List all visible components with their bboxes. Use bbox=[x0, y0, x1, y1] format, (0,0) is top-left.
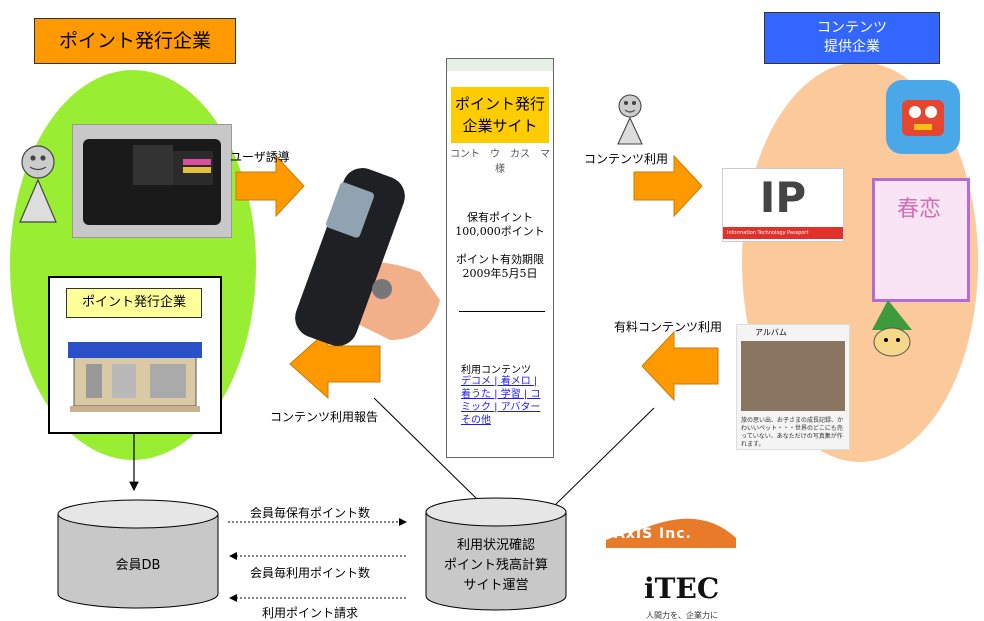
wallet-illustration bbox=[83, 139, 221, 225]
wizard-character bbox=[872, 300, 912, 357]
expiry-label: ポイント有効期限 bbox=[456, 253, 544, 266]
screen-divider bbox=[459, 311, 545, 312]
provider-title-line2: 提供企業 bbox=[824, 39, 880, 55]
screen-tabs: コント ウ カス マ様 bbox=[450, 149, 550, 175]
paid-content-label: 有料コンテンツ利用 bbox=[614, 320, 723, 334]
ip-bar: Information Technology Passport bbox=[723, 227, 843, 239]
book-title: 春恋 bbox=[897, 197, 942, 222]
provider-title: コンテンツ 提供企業 bbox=[764, 12, 940, 64]
site-db-cylinder bbox=[425, 497, 567, 611]
site-db-line2: ポイント残高計算 bbox=[443, 558, 548, 573]
phone-screen: ポイント発行 企業サイト コント ウ カス マ様 保有ポイント 100,000ポ… bbox=[446, 58, 554, 458]
content-use-arrow bbox=[633, 154, 703, 218]
expiry-value: 2009年5月5日 bbox=[462, 267, 538, 280]
paid-content-arrow bbox=[641, 330, 719, 402]
album-caption: アルバム bbox=[755, 328, 787, 337]
balance-value: 100,000ポイント bbox=[455, 225, 545, 238]
ip-passport-card: IP Information Technology Passport bbox=[722, 168, 844, 242]
mobile-phone-image bbox=[295, 168, 440, 346]
user-guide-label: ユーザ誘導 bbox=[230, 150, 290, 164]
member-db-label: 会員DB bbox=[115, 558, 161, 573]
screen-status-bar bbox=[447, 59, 553, 71]
site-db-line3: サイト運営 bbox=[463, 578, 529, 593]
album-text: 旅の思い出、お子さまの成長記録、かわいいペット・・・世界のどこにも売っていない、… bbox=[741, 417, 844, 448]
content-connector bbox=[551, 407, 655, 509]
ip-bar-text: Information Technology Passport bbox=[727, 230, 809, 236]
axis-logo-text: AxIS Inc. bbox=[614, 526, 692, 542]
book-cover: 春恋 bbox=[872, 178, 970, 302]
contents-links[interactable]: デコメ | 着メロ | 着うた | 学習 | コミック | アバター その他 bbox=[461, 376, 541, 426]
content-use-label: コンテンツ利用 bbox=[584, 152, 669, 166]
axis-logo-tree bbox=[606, 518, 736, 548]
user-figure-left bbox=[19, 145, 57, 223]
screen-title-line1: ポイント発行 bbox=[454, 95, 545, 113]
wallet-photo bbox=[72, 124, 232, 238]
store-illustration bbox=[68, 342, 202, 412]
album-thumbnail: アルバム 旅の思い出、お子さまの成長記録、かわいいペット・・・世界のどこにも売っ… bbox=[736, 324, 850, 450]
screen-title-line2: 企業サイト bbox=[462, 117, 538, 135]
user-guide-arrow bbox=[235, 154, 305, 218]
screen-title: ポイント発行 企業サイト bbox=[451, 87, 549, 143]
site-db-line1: 利用状況確認 bbox=[456, 538, 535, 553]
robot-illustration bbox=[902, 100, 944, 136]
site-db-label: 利用状況確認 ポイント残高計算 サイト運営 bbox=[426, 536, 566, 596]
usage-report-label: コンテンツ利用報告 bbox=[270, 410, 379, 424]
billing-label: 利用ポイント請求 bbox=[262, 606, 359, 620]
member-points-label: 会員毎保有ポイント数 bbox=[250, 506, 371, 520]
itec-logo: iTEC 人間力を、企業力に bbox=[644, 562, 724, 620]
itec-logo-text: iTEC bbox=[644, 572, 720, 605]
issuer-title: ポイント発行企業 bbox=[34, 18, 236, 64]
ip-text: IP bbox=[759, 173, 807, 222]
used-points-label: 会員毎利用ポイント数 bbox=[250, 566, 371, 580]
axis-logo: AxIS Inc. bbox=[606, 518, 738, 554]
member-db-cylinder bbox=[57, 499, 219, 609]
balance-label: 保有ポイント bbox=[467, 211, 533, 224]
itec-logo-sub: 人間力を、企業力に bbox=[646, 611, 718, 620]
store-label: ポイント発行企業 bbox=[66, 288, 202, 318]
robot-app-icon bbox=[886, 80, 960, 154]
user-figure-right bbox=[617, 94, 643, 145]
issuer-store-box: ポイント発行企業 bbox=[48, 276, 222, 434]
report-connector bbox=[373, 397, 479, 501]
contents-label: 利用コンテンツ bbox=[461, 365, 531, 376]
provider-title-line1: コンテンツ bbox=[817, 20, 887, 36]
album-photo bbox=[741, 341, 845, 411]
